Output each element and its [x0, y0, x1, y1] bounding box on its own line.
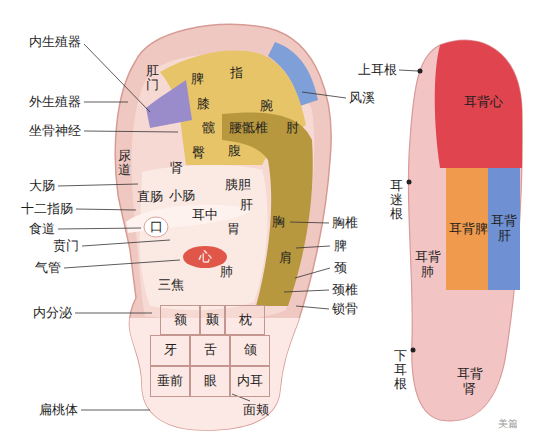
part-label: 大肠: [29, 179, 55, 194]
lobe-cell: 内耳: [230, 366, 270, 397]
part-label: 气管: [35, 261, 61, 276]
part-label: 脾: [191, 72, 204, 87]
zone-label: 耳背脾: [449, 222, 488, 237]
leader-line: [84, 44, 150, 112]
part-label: 耳中: [192, 208, 218, 223]
zone-label: 额: [174, 313, 187, 328]
part-label: 锁骨: [332, 302, 358, 317]
part-label: 脾: [334, 239, 347, 254]
zone-label: 眼: [204, 374, 217, 389]
zone-label: 耳背心: [464, 95, 503, 110]
leader-line: [81, 410, 150, 411]
part-label: 口: [150, 220, 163, 235]
part-label: 三焦: [158, 278, 184, 293]
ear-lobe: [100, 318, 330, 437]
leader-line: [75, 313, 152, 314]
leader-line: [290, 222, 329, 223]
leader-line: [58, 228, 141, 229]
lobe-cell: 额: [160, 305, 200, 335]
point-dot: [411, 348, 416, 353]
part-label: 肛门: [146, 64, 159, 93]
back-ear-zone: 耳背肝: [488, 168, 520, 290]
concha-zone: [139, 165, 267, 310]
part-label: 胸椎: [332, 216, 358, 231]
part-label: 肘: [286, 121, 299, 136]
part-label: 风溪: [349, 91, 375, 106]
leader-line: [58, 184, 138, 186]
lobe-cell: 舌: [190, 335, 230, 366]
point-dot: [407, 180, 412, 185]
part-label: 内生殖器: [29, 35, 81, 50]
zone-fill: [435, 40, 522, 168]
back-ear-zone: 耳背脾: [446, 168, 490, 290]
part-label: 胸: [272, 215, 285, 230]
point-dot: [418, 69, 423, 74]
part-label: 肾: [170, 161, 183, 176]
leader-line: [399, 70, 418, 71]
part-label: 心: [199, 250, 212, 265]
part-label: 肝: [240, 198, 253, 213]
back-ear-outline: [408, 40, 522, 421]
leader-line: [84, 102, 128, 103]
part-label: 膝: [197, 97, 210, 112]
part-label: 胰胆: [225, 178, 251, 193]
part-label: 尿道: [118, 149, 131, 178]
part-label: 耳背肾: [456, 367, 483, 397]
leader-line: [232, 394, 250, 401]
zone-label: 舌: [204, 343, 217, 358]
lobe-cell: 枕: [225, 305, 265, 335]
zone-label: 内耳: [237, 374, 263, 389]
lobe-cell: 颞: [200, 305, 225, 335]
part-label: 腕: [260, 99, 273, 114]
leader-line: [295, 268, 330, 278]
part-label: 外生殖器: [29, 95, 81, 110]
part-label: 耳背肺: [414, 250, 441, 280]
part-label: 贲门: [53, 239, 79, 254]
watermark: 美篇: [498, 418, 518, 430]
part-label: 腰骶椎: [229, 121, 268, 136]
zone-label: 颌: [244, 343, 257, 358]
leader-line: [82, 240, 170, 246]
part-label: 十二指肠: [21, 202, 73, 217]
leader-line: [302, 92, 346, 98]
lobe-cell: 垂前: [150, 366, 190, 397]
part-label: 胃: [227, 222, 240, 237]
lobe-cell: 颌: [230, 335, 270, 366]
leader-line: [296, 246, 330, 248]
zone-label: 枕: [239, 313, 252, 328]
part-label: 面颊: [243, 403, 269, 418]
part-label: 食道: [29, 222, 55, 237]
part-label: 髋: [202, 121, 215, 136]
zone-label: 垂前: [157, 374, 183, 389]
part-label: 臀: [192, 146, 205, 161]
part-label: 肺: [220, 265, 233, 280]
part-label: 颈椎: [332, 283, 358, 298]
part-label: 指: [230, 66, 243, 81]
zone-label: 颞: [206, 313, 219, 328]
part-label: 耳迷根: [390, 179, 403, 222]
zone-label: 耳背肝: [488, 214, 520, 244]
mouth-zone: [144, 217, 168, 237]
part-label: 上耳根: [358, 63, 397, 78]
part-label: 下耳根: [394, 349, 407, 392]
leader-line: [76, 209, 136, 210]
part-label: 颈: [334, 261, 347, 276]
part-label: 小肠: [169, 189, 195, 204]
part-label: 扁桃体: [39, 403, 78, 418]
zone-label: 牙: [164, 343, 177, 358]
leader-line: [284, 290, 329, 292]
part-label: 腹: [228, 144, 241, 159]
lobe-cell: 眼: [190, 366, 230, 397]
leader-line: [84, 131, 178, 132]
part-label: 内分泌: [33, 306, 72, 321]
leader-line: [64, 260, 180, 268]
part-label: 肩: [279, 251, 292, 266]
part-label: 直肠: [137, 190, 163, 205]
lobe-cell: 牙: [150, 335, 190, 366]
leader-line: [296, 306, 329, 309]
back-ear-zone: 耳背心: [432, 36, 524, 168]
part-label: 坐骨神经: [29, 124, 81, 139]
